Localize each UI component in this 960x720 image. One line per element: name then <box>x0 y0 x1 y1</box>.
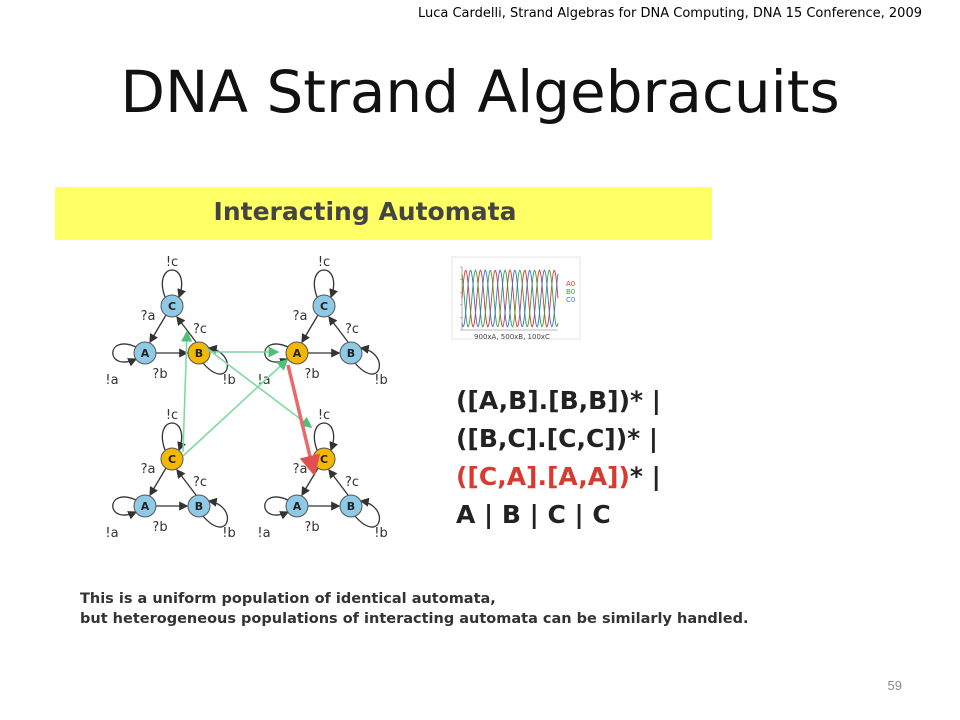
interaction-arrow-red <box>286 364 321 477</box>
self-loop-c <box>313 422 338 452</box>
strand-algebra-formula: ([A,B].[B,B])* | ([B,C].[C,C])* | ([C,A]… <box>456 382 661 534</box>
self-loop-b <box>202 497 229 528</box>
label-recv-a: ?a <box>293 309 308 324</box>
label-recv-c: ?c <box>345 475 359 490</box>
label-send-a: !a <box>105 373 118 388</box>
label-send-c: !c <box>318 255 330 270</box>
label-recv-b: ?b <box>304 367 319 382</box>
node-label-c: C <box>168 300 176 313</box>
node-label-a: A <box>141 500 150 513</box>
plot-legend-C0: C0 <box>566 296 575 304</box>
node-label-c: C <box>320 300 328 313</box>
node-b <box>187 341 211 365</box>
edge-b-to-c <box>328 468 349 496</box>
automaton-3: C A B !c ?a ?c !a ?b !b <box>105 408 235 541</box>
label-recv-c: ?c <box>193 322 207 337</box>
plot-legend-A0: A0 <box>566 280 575 288</box>
node-label-b: B <box>347 500 355 513</box>
node-c <box>160 294 184 318</box>
node-a <box>285 494 309 518</box>
self-loop-a <box>264 496 290 520</box>
page-number: 59 <box>887 678 902 693</box>
label-recv-c: ?c <box>345 322 359 337</box>
interaction-arrow-2 <box>181 330 193 453</box>
node-b <box>187 494 211 518</box>
edge-c-to-a <box>149 314 167 344</box>
label-send-b: !b <box>374 373 387 388</box>
node-a <box>133 341 157 365</box>
edge-b-to-c <box>328 315 349 343</box>
figure-caption: This is a uniform population of identica… <box>80 589 749 629</box>
node-c <box>312 294 336 318</box>
formula-line-2: ([B,C].[C,C])* | <box>456 424 659 453</box>
node-label-a: A <box>141 347 150 360</box>
caption-line-1: This is a uniform population of identica… <box>80 591 496 607</box>
figure-banner: Interacting Automata <box>55 187 712 240</box>
formula-line-4: A | B | C | C <box>456 500 611 529</box>
caption-line-2: but heterogeneous populations of interac… <box>80 611 749 627</box>
automaton-4: C A B !c ?a ?c !a ?b !b <box>257 408 387 541</box>
label-send-c: !c <box>166 408 178 423</box>
formula-line-1: ([A,B].[B,B])* | <box>456 386 661 415</box>
node-label-a: A <box>293 500 302 513</box>
label-recv-b: ?b <box>304 520 319 535</box>
label-send-b: !b <box>222 373 235 388</box>
self-loop-a <box>112 496 138 520</box>
node-label-b: B <box>195 347 203 360</box>
node-a <box>133 494 157 518</box>
plot-series-C0 <box>461 269 559 328</box>
formula-line-3-red: ([C,A].[A,A]) <box>456 462 630 491</box>
label-recv-b: ?b <box>152 367 167 382</box>
label-recv-c: ?c <box>193 475 207 490</box>
automaton-1: C A B !c ?a ?c !a ?b !b <box>105 255 235 388</box>
self-loop-a <box>112 343 138 367</box>
self-loop-b <box>202 344 229 375</box>
edge-c-to-a <box>301 314 319 344</box>
edge-b-to-c <box>176 315 197 343</box>
label-recv-b: ?b <box>152 520 167 535</box>
node-label-b: B <box>347 347 355 360</box>
node-label-a: A <box>293 347 302 360</box>
edge-b-to-c <box>176 468 197 496</box>
node-label-b: B <box>195 500 203 513</box>
label-send-b: !b <box>374 526 387 541</box>
self-loop-c <box>161 269 186 299</box>
label-send-b: !b <box>222 526 235 541</box>
label-recv-a: ?a <box>141 462 156 477</box>
label-send-a: !a <box>257 526 270 541</box>
automaton-2: CAB!c?a?c!a?b!b <box>257 255 387 388</box>
node-label-c: C <box>320 453 328 466</box>
slide-title: DNA Strand Algebracuits <box>120 58 840 126</box>
node-b <box>339 341 363 365</box>
node-b <box>339 494 363 518</box>
node-a <box>285 341 309 365</box>
plot-legend-B0: B0 <box>566 288 575 296</box>
formula-line-3-tail: * | <box>629 462 661 491</box>
edge-c-to-a <box>149 467 167 497</box>
self-loop-c <box>313 269 338 299</box>
self-loop-a <box>264 343 290 367</box>
plot-caption: 900xA, 500xB, 100xC <box>474 333 550 341</box>
node-label-c: C <box>168 453 176 466</box>
label-send-c: !c <box>166 255 178 270</box>
self-loop-b <box>354 344 381 375</box>
label-recv-a: ?a <box>293 462 308 477</box>
label-recv-a: ?a <box>141 309 156 324</box>
label-send-c: !c <box>318 408 330 423</box>
formula-line-3: ([C,A].[A,A])* | <box>456 458 661 496</box>
interaction-arrow-3 <box>182 358 289 457</box>
banner-title: Interacting Automata <box>213 197 517 226</box>
citation: Luca Cardelli, Strand Algebras for DNA C… <box>417 6 922 21</box>
label-send-a: !a <box>105 526 118 541</box>
self-loop-b <box>354 497 381 528</box>
self-loop-c <box>161 422 186 452</box>
node-c <box>160 447 184 471</box>
